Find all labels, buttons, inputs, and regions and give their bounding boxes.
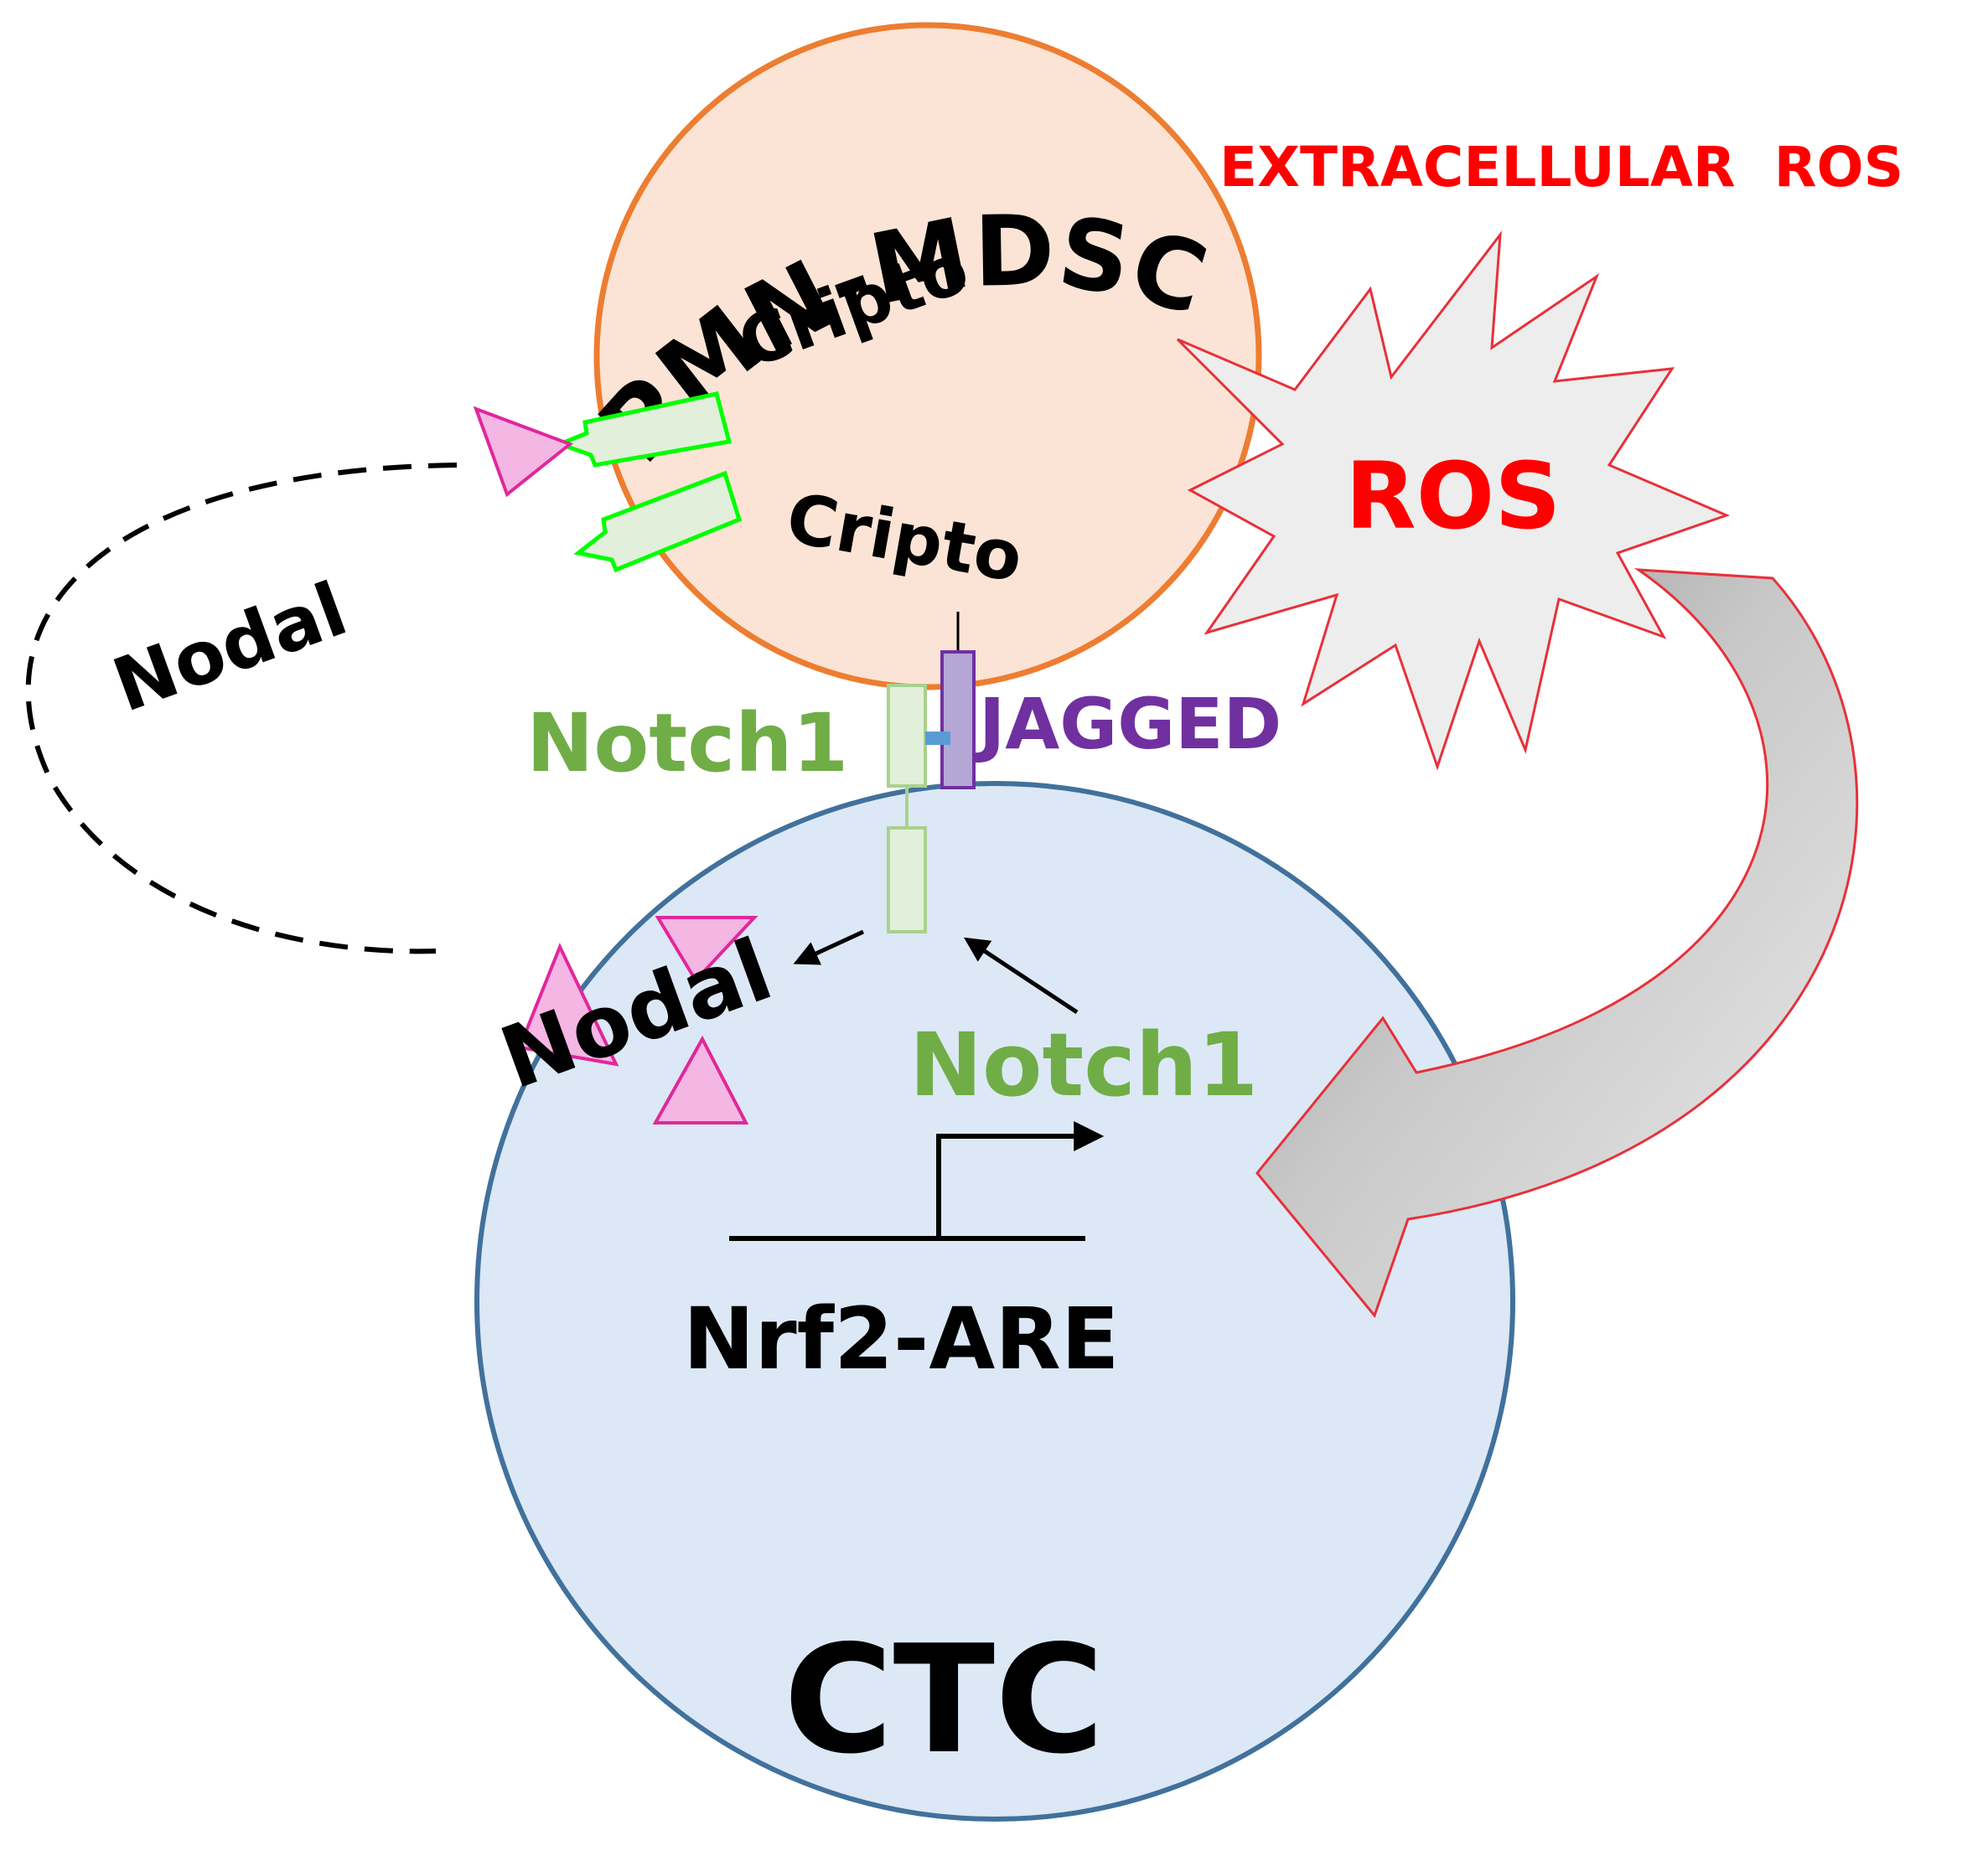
nodal-ligand-2 [517,943,619,1067]
cripto-receptor-top [553,391,733,468]
ros-to-ctc-arrow [1255,568,1859,1319]
nodal-ligand-1 [655,916,758,984]
ros-label: ROS [1345,442,1561,550]
notch-to-nodal-arrow [793,929,865,965]
extracellular-ros-label: EXTRACELLULAR ROS [1219,135,1903,199]
ros-starburst [1176,230,1731,771]
nodal-loop-label: Nodal [102,566,358,729]
ctc-label: CTC [784,1613,1105,1786]
notch-jagged-binding [925,732,950,745]
jagged-label: JAGGED [975,683,1281,765]
nrf2-are-label: Nrf2-ARE [683,1290,1120,1389]
notch1-intracellular-label: Notch1 [909,1014,1258,1116]
ctc-cell [474,781,1515,1822]
notch1-receptor-intracellular [887,826,927,933]
nodal-ligand-bound [473,406,573,498]
jagged-ligand [940,650,976,789]
notch1-to-receptor-arrow [963,937,1079,1015]
nodal-secretion-loop [25,463,458,954]
notch1-receptor-extracellular [887,684,927,788]
pmn-mdsc-cell [593,22,1262,690]
promoter-arrow [936,1121,1105,1238]
notch1-receptor-label: Notch1 [526,696,848,790]
cripto-receptor-bottom [573,470,743,573]
nodal-ligand-3 [652,1035,749,1124]
